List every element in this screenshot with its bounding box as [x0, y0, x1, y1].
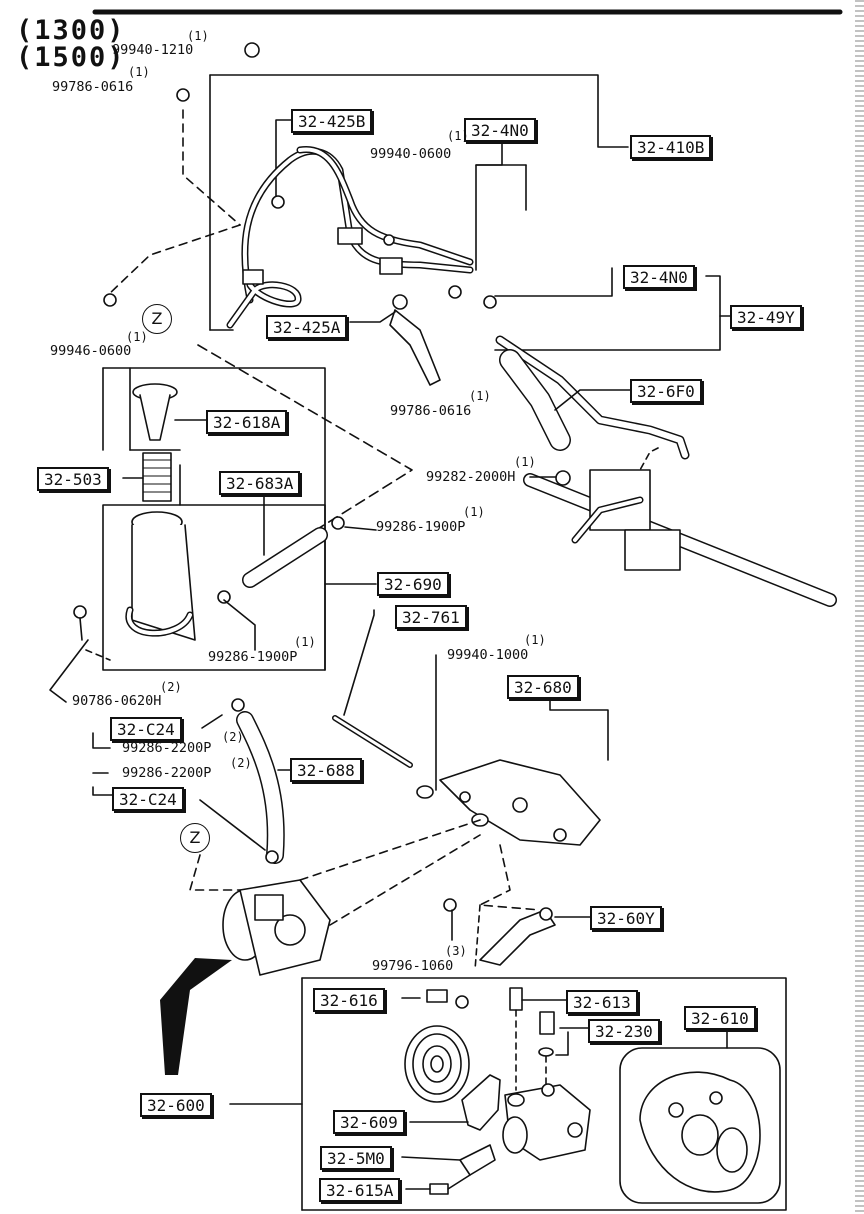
hw-99786-0616-mid[interactable]: 99786-0616: [390, 403, 472, 419]
part-32-683A[interactable]: 32-683A: [219, 471, 301, 495]
hw-99282-2000H[interactable]: 99282-2000H: [426, 469, 516, 485]
qty-99286-1900P-lower: (1): [294, 635, 316, 649]
hw-99940-1210[interactable]: 99940-1210: [112, 42, 194, 58]
qty-99940-0600: (1): [447, 129, 469, 143]
part-32-610[interactable]: 32-610: [684, 1006, 756, 1030]
part-32-C24-upper[interactable]: 32-C24: [110, 717, 182, 741]
part-32-6F0[interactable]: 32-6F0: [630, 379, 702, 403]
part-32-4N0-right[interactable]: 32-4N0: [623, 265, 695, 289]
part-32-230[interactable]: 32-230: [588, 1019, 660, 1043]
hw-99940-1000[interactable]: 99940-1000: [447, 647, 529, 663]
qty-99286-2200P-lower: (2): [230, 756, 252, 770]
part-32-609[interactable]: 32-609: [333, 1110, 405, 1134]
hw-99286-2200P-upper[interactable]: 99286-2200P: [122, 740, 212, 756]
hw-99796-1060[interactable]: 99796-1060: [372, 958, 454, 974]
part-32-425B[interactable]: 32-425B: [291, 109, 373, 133]
connection-marker-z-top: Z: [142, 304, 172, 334]
part-32-616[interactable]: 32-616: [313, 988, 385, 1012]
part-32-688[interactable]: 32-688: [290, 758, 362, 782]
hw-99286-1900P-upper[interactable]: 99286-1900P: [376, 519, 466, 535]
qty-99286-2200P-upper: (2): [222, 730, 244, 744]
part-32-C24-lower[interactable]: 32-C24: [112, 787, 184, 811]
qty-99796-1060: (3): [445, 944, 467, 958]
hw-99786-0616-top[interactable]: 99786-0616: [52, 79, 134, 95]
part-32-4N0-top[interactable]: 32-4N0: [464, 118, 536, 142]
qty-99946-0600: (1): [126, 330, 148, 344]
hw-99286-2200P-lower[interactable]: 99286-2200P: [122, 765, 212, 781]
qty-99286-1900P-upper: (1): [463, 505, 485, 519]
part-32-615A[interactable]: 32-615A: [319, 1178, 401, 1202]
part-32-60Y[interactable]: 32-60Y: [590, 906, 662, 930]
hw-99946-0600[interactable]: 99946-0600: [50, 343, 132, 359]
qty-99940-1210: (1): [187, 29, 209, 43]
hw-90786-0620H[interactable]: 90786-0620H: [72, 693, 162, 709]
qty-90786-0620H: (2): [160, 680, 182, 694]
hw-99286-1900P-lower[interactable]: 99286-1900P: [208, 649, 298, 665]
qty-99786-0616-mid: (1): [469, 389, 491, 403]
model-1500-heading: (1500): [16, 42, 126, 73]
connection-marker-z-bottom: Z: [180, 823, 210, 853]
part-32-680[interactable]: 32-680: [507, 675, 579, 699]
part-32-761[interactable]: 32-761: [395, 605, 467, 629]
part-32-618A[interactable]: 32-618A: [206, 410, 288, 434]
hw-99940-0600[interactable]: 99940-0600: [370, 146, 452, 162]
part-32-613[interactable]: 32-613: [566, 990, 638, 1014]
part-32-690[interactable]: 32-690: [377, 572, 449, 596]
part-32-425A[interactable]: 32-425A: [266, 315, 348, 339]
qty-99282-2000H: (1): [514, 455, 536, 469]
part-32-410B[interactable]: 32-410B: [630, 135, 712, 159]
part-32-49Y[interactable]: 32-49Y: [730, 305, 802, 329]
part-32-600[interactable]: 32-600: [140, 1093, 212, 1117]
qty-99940-1000: (1): [524, 633, 546, 647]
qty-99786-0616-top: (1): [128, 65, 150, 79]
scan-edge-noise: [855, 0, 864, 1214]
part-32-503[interactable]: 32-503: [37, 467, 109, 491]
part-32-5M0[interactable]: 32-5M0: [320, 1146, 392, 1170]
model-1300-heading: (1300): [16, 15, 126, 46]
